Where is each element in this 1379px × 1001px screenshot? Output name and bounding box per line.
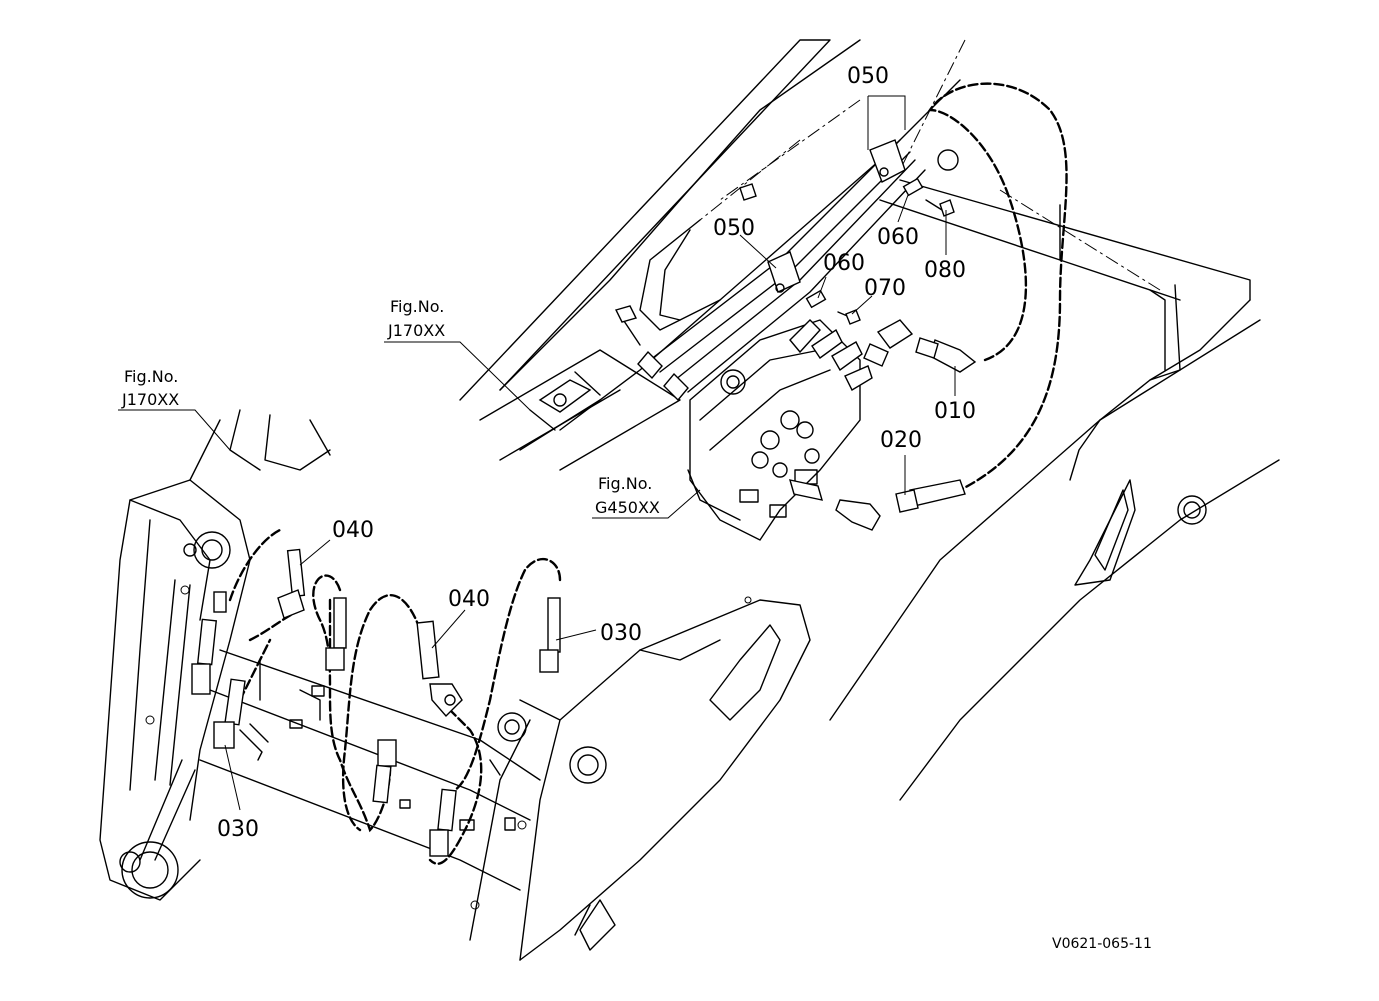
callout-060-lower: 060 — [823, 251, 865, 276]
callout-010: 010 — [934, 399, 976, 424]
drawing-code: V0621-065-11 — [1052, 936, 1152, 952]
callout-080: 080 — [924, 258, 966, 283]
callout-labels: 050 050 060 060 070 080 010 020 040 040 … — [217, 64, 976, 842]
callout-040-upper: 040 — [332, 518, 374, 543]
fig-ref-2-number: J170XX — [121, 390, 179, 409]
fig-ref-1-label: Fig.No. — [390, 297, 444, 316]
callout-050-top: 050 — [847, 64, 889, 89]
hoses-010-020 — [789, 82, 1068, 531]
callout-070: 070 — [864, 276, 906, 301]
callout-030-right: 030 — [600, 621, 642, 646]
fig-ref-3-number: G450XX — [595, 498, 660, 517]
fig-ref-3-label: Fig.No. — [598, 474, 652, 493]
callout-030-left: 030 — [217, 817, 259, 842]
loader-frame — [99, 39, 1280, 961]
callout-050-lower: 050 — [713, 216, 755, 241]
callout-060-upper: 060 — [877, 225, 919, 250]
leader-lines — [118, 95, 956, 811]
fig-ref-1-number: J170XX — [387, 321, 445, 340]
callout-040-middle: 040 — [448, 587, 490, 612]
figure-references: Fig.No. J170XX Fig.No. J170XX Fig.No. G4… — [121, 297, 660, 517]
hoses-030-040 — [191, 528, 562, 865]
pipe-clamp-assembly — [529, 139, 959, 431]
fig-ref-2-label: Fig.No. — [124, 367, 178, 386]
callout-020: 020 — [880, 428, 922, 453]
